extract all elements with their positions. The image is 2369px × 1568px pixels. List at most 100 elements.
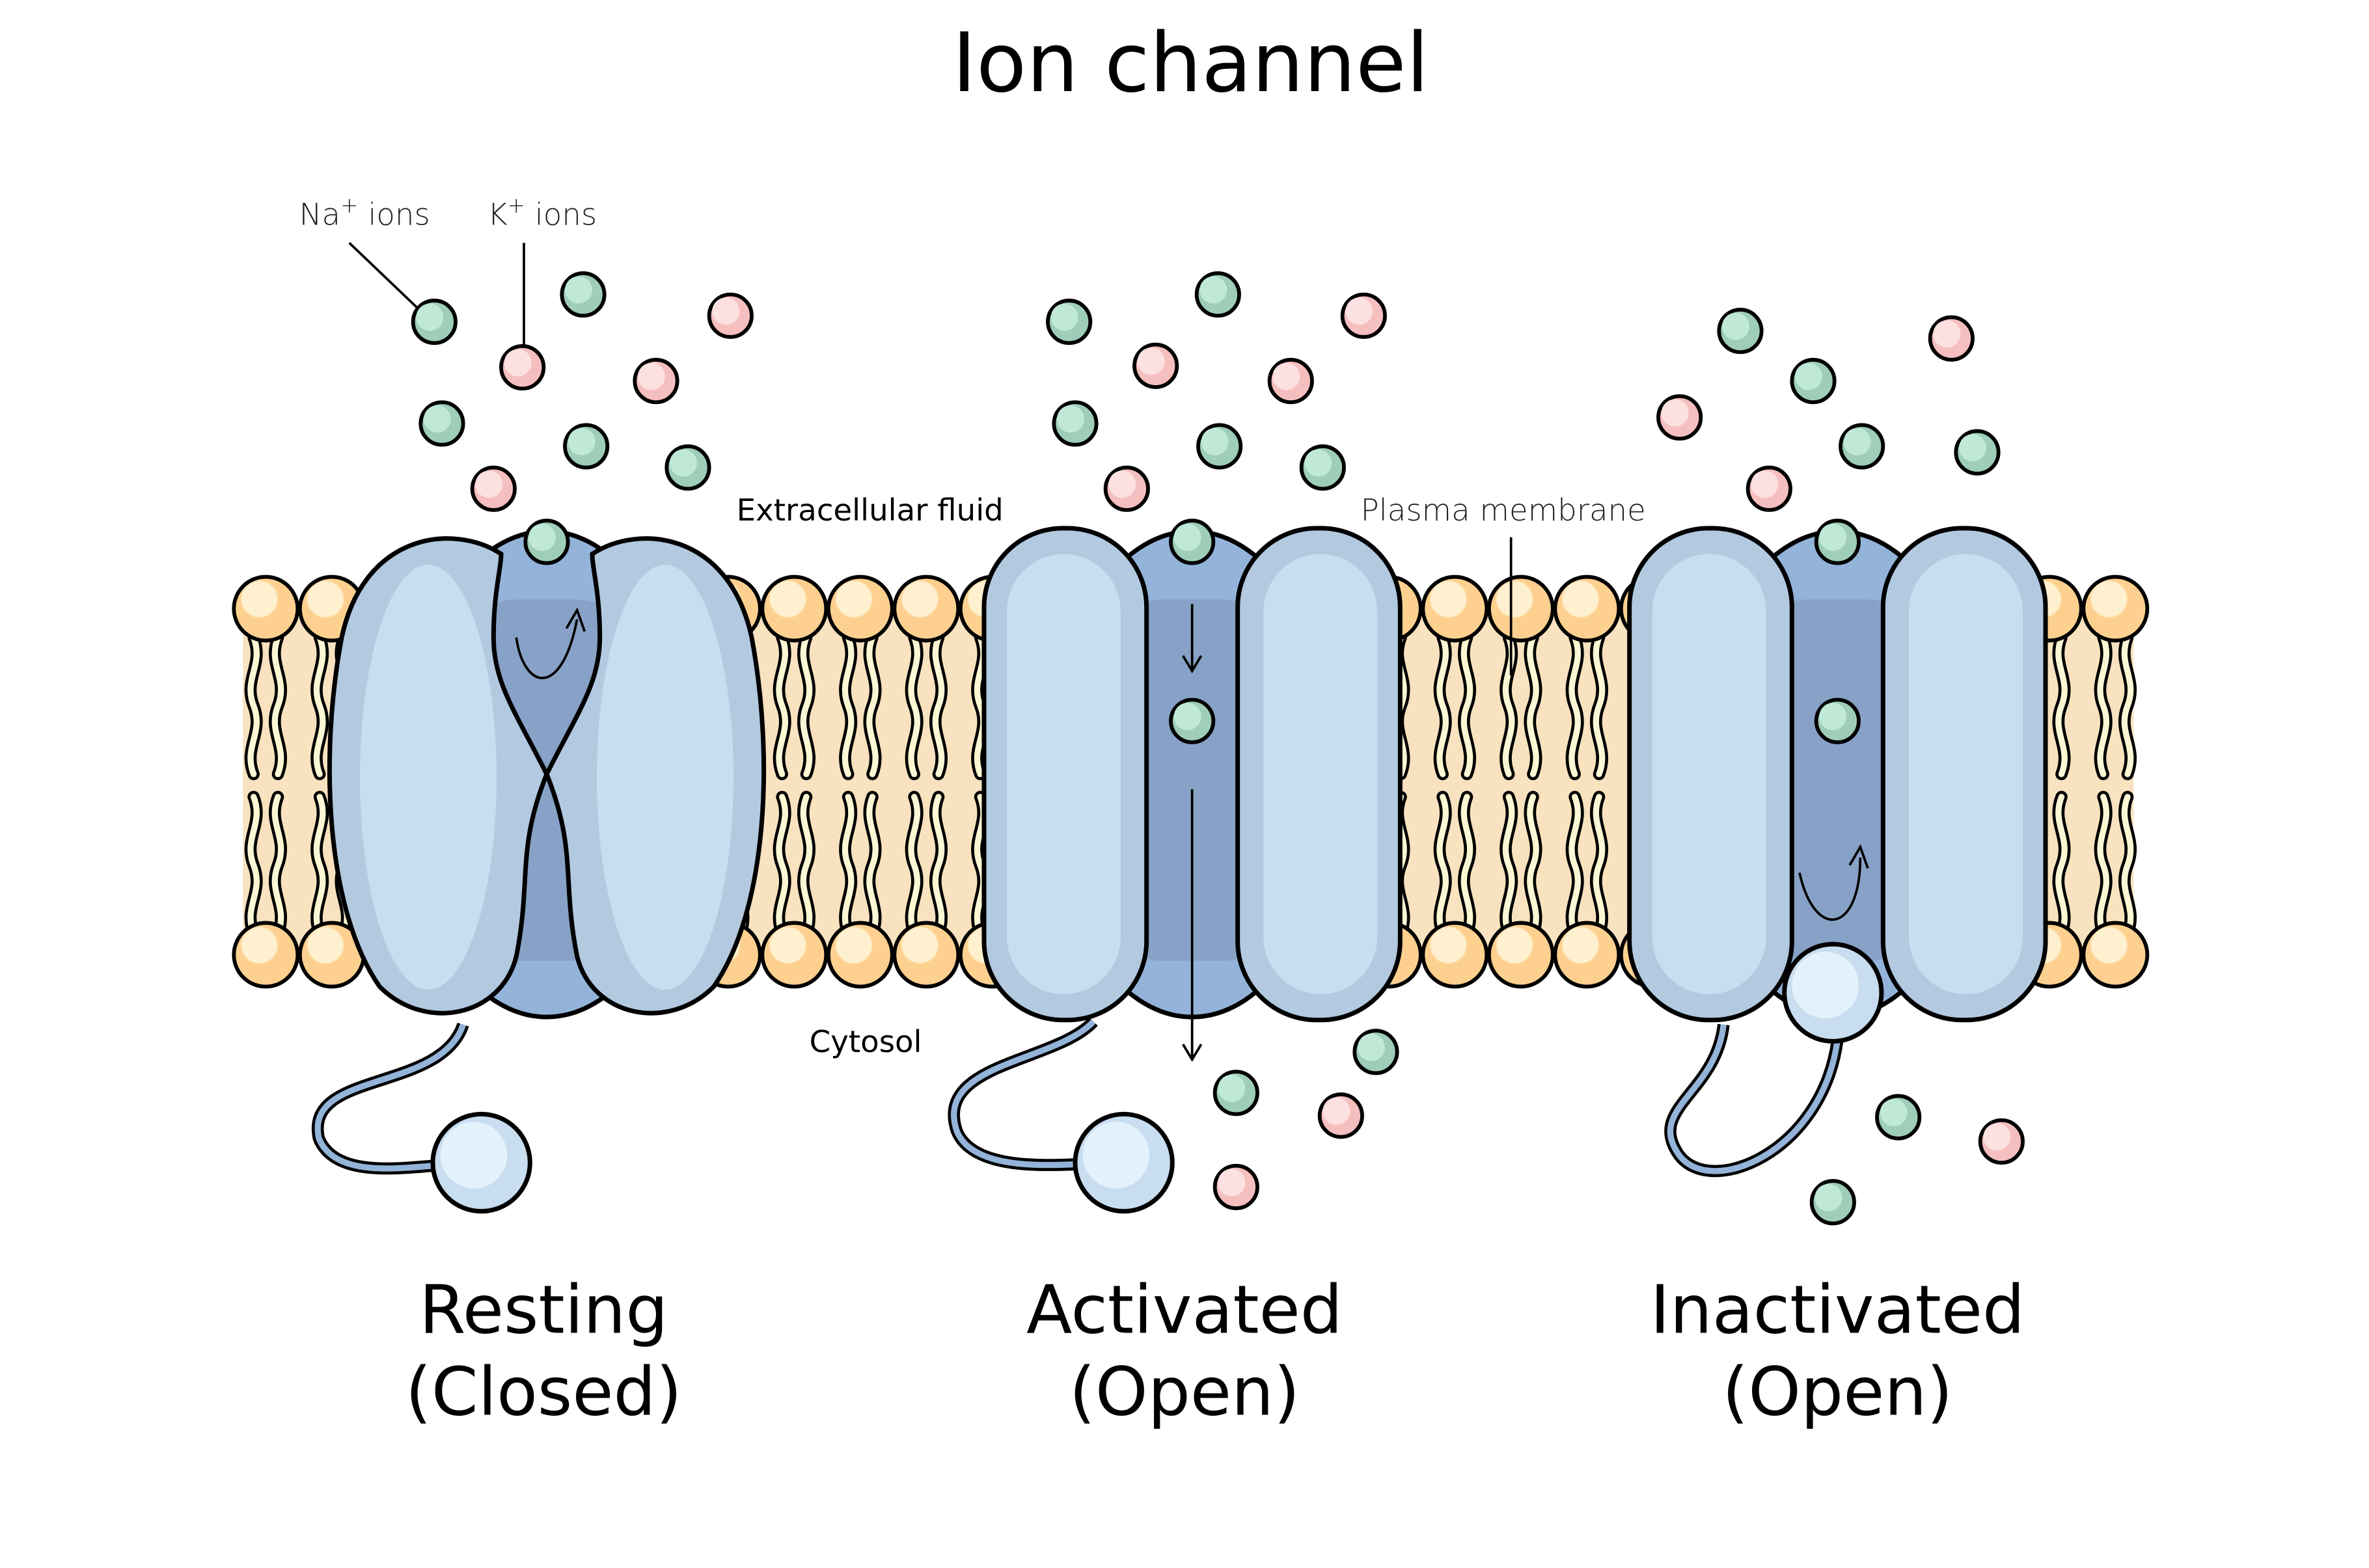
subunit-highlight [1909, 554, 2023, 995]
na-ion [1814, 697, 1861, 744]
na-ion [1352, 1029, 1399, 1075]
phospholipid-pair [1553, 574, 1621, 989]
phospholipid-pair [892, 574, 961, 989]
lipid-tail [776, 634, 788, 777]
ion-channel-inactivated [1627, 519, 2048, 1178]
page-title: Ion channel [952, 15, 1429, 111]
extracellular-fluid-label: Extracellular fluid [737, 493, 1004, 528]
lipid-tail [908, 634, 920, 777]
lipid-head-bottom [2081, 921, 2150, 989]
phospholipid-pair [760, 574, 828, 989]
subunit-highlight [360, 564, 497, 990]
lipid-head-top [892, 574, 961, 643]
na-ion [560, 271, 607, 318]
k-ion [1317, 1092, 1364, 1139]
inactivation-chain-outline [948, 1017, 1098, 1171]
subunit-highlight [1007, 554, 1121, 995]
na-ions-leader [348, 241, 418, 309]
phospholipid-pair [2081, 574, 2150, 989]
na-ion [1814, 519, 1861, 565]
na-ion [1194, 271, 1241, 318]
k-ion [1928, 315, 1975, 362]
na-ion [1212, 1070, 1259, 1116]
inactivation-chain [314, 1023, 467, 1172]
state-status-resting: (Closed) [405, 1353, 682, 1431]
arrow-head [1182, 1044, 1203, 1062]
na-ion [563, 423, 610, 470]
lipid-head-bottom [760, 921, 828, 989]
lipid-head-top [1421, 574, 1489, 643]
lipid-tail [776, 794, 788, 937]
na-ion [523, 519, 570, 565]
lipid-tail [1593, 634, 1606, 777]
state-name-inactivated: Inactivated [1650, 1271, 2025, 1349]
arrow-head [1182, 655, 1203, 673]
na-ion [1169, 519, 1216, 565]
lipid-tail [247, 794, 260, 937]
lipid-head-top [1486, 574, 1555, 643]
lipid-tail [271, 634, 284, 777]
arrow-head [1848, 844, 1869, 869]
k-ion [1103, 465, 1150, 512]
lipid-head-bottom [1553, 921, 1621, 989]
state-name-activated: Activated [1026, 1271, 1343, 1349]
lipid-tail [2055, 794, 2068, 937]
phospholipid-pair [826, 574, 894, 989]
na-ion [418, 400, 465, 447]
subunit-highlight [1263, 554, 1378, 995]
lipid-tail [866, 634, 879, 777]
na-ion [1046, 299, 1093, 345]
state-status-activated: (Open) [1069, 1353, 1300, 1431]
na-ion [1299, 444, 1346, 491]
subunit-highlight [1652, 554, 1766, 995]
k-ion [1267, 358, 1314, 405]
lipid-tail [1568, 794, 1581, 937]
k-ion [707, 292, 754, 339]
lipid-head-top [232, 574, 300, 643]
phospholipid-pair [1421, 574, 1489, 989]
na-ion [664, 444, 711, 491]
ion-channel-resting [311, 519, 767, 1214]
phospholipid-pair [232, 574, 300, 989]
na-ion [1717, 308, 1764, 355]
k-ion [1746, 465, 1792, 512]
curved-arrow-icon [1798, 858, 1862, 921]
inactivation-chain [951, 1019, 1096, 1169]
ball-highlight [440, 1122, 508, 1189]
k-ion [1340, 292, 1387, 339]
na-ion [1196, 423, 1243, 470]
lipid-tail [1527, 794, 1539, 937]
lipid-tail [313, 794, 326, 937]
lipid-tail [1502, 794, 1515, 937]
lipid-head-top [760, 574, 828, 643]
lipid-tail [1527, 634, 1539, 777]
state-status-inactivated: (Open) [1722, 1353, 1952, 1431]
lipid-tail [271, 794, 284, 937]
lipid-tail [800, 634, 813, 777]
lipid-tail [866, 794, 879, 937]
lipid-tail [1460, 794, 1473, 937]
k-ion [499, 344, 546, 391]
lipid-tail [2121, 794, 2134, 937]
lipid-head-bottom [1421, 921, 1489, 989]
state-name-resting: Resting [419, 1271, 668, 1349]
k-ion [1212, 1163, 1259, 1210]
lipid-head-bottom [892, 921, 961, 989]
lipid-head-top [2081, 574, 2150, 643]
inactivation-chain-outline [1664, 1023, 1844, 1178]
lipid-tail [842, 634, 855, 777]
lipid-head-bottom [1486, 921, 1555, 989]
lipid-tail [2097, 794, 2109, 937]
lipid-head-top [1553, 574, 1621, 643]
k-ion [633, 358, 679, 405]
lipid-tail [313, 634, 326, 777]
k-ion [1656, 394, 1703, 441]
lipid-tail [932, 634, 945, 777]
cytosol-label: Cytosol [810, 1025, 922, 1060]
na-ion [1839, 423, 1885, 470]
subunit-highlight [597, 564, 733, 990]
lipid-head-bottom [826, 921, 894, 989]
lipid-tail [2097, 634, 2109, 777]
lipid-head-top [826, 574, 894, 643]
